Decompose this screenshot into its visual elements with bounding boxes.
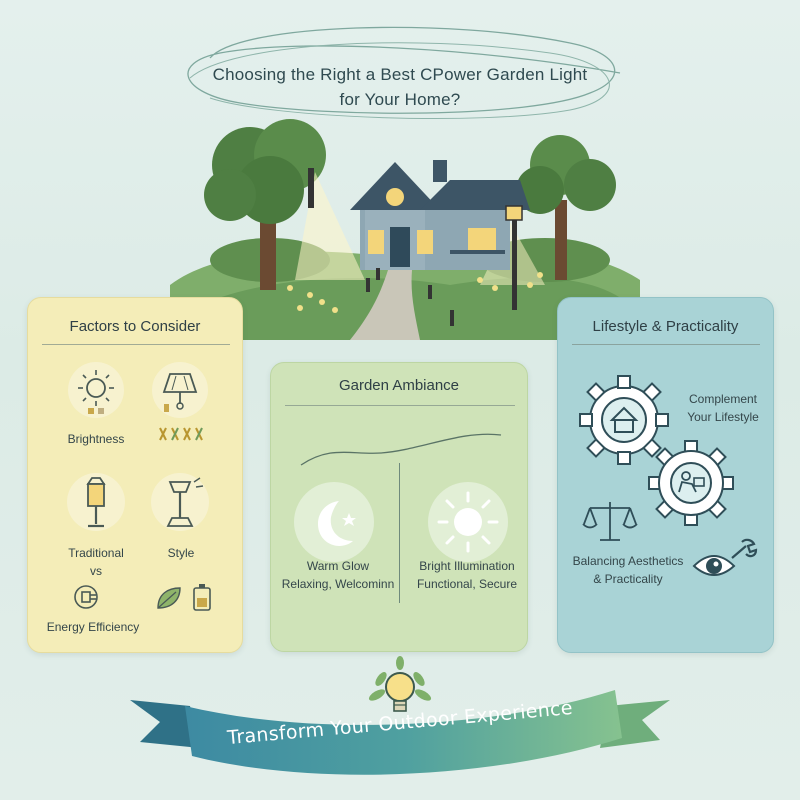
vs-label: vs [90, 564, 102, 578]
factors-heading: Factors to Consider [69, 318, 201, 335]
page-title-line-1: Choosing the Right a Best CPower Garden … [212, 65, 588, 84]
leaf-icon [157, 587, 181, 609]
lifestyle-panel: Lifestyle & Practicality Complement Your… [557, 297, 774, 653]
lifestyle-divider [572, 344, 760, 345]
style-label: Style [167, 546, 195, 560]
ambiance-panel: Garden Ambiance Warm Glow Relaxing, Welc… [270, 362, 528, 652]
lamp-shade-icon [152, 362, 208, 418]
modern-lamp-icon [151, 473, 209, 531]
balancing-label-line-1: Balancing Aesthetics [572, 554, 684, 568]
balancing-label-line-2: & Practicality [593, 572, 663, 586]
bright-sun-icon [428, 482, 508, 562]
factors-panel: Factors to Consider Brightness [27, 297, 243, 653]
title-area: Choosing the Right a Best CPower Garden … [150, 18, 650, 128]
house-garden-illustration [170, 119, 640, 340]
house-gear-icon [579, 375, 669, 465]
complement-label-line-1: Complement [688, 392, 758, 406]
warm-glow-label: Warm Glow [306, 559, 370, 573]
ribbon-banner [130, 690, 670, 775]
moon-icon [294, 482, 374, 562]
plug-icon [74, 585, 98, 609]
balance-scale-icon [582, 502, 638, 541]
energy-efficiency-label: Energy Efficiency [46, 620, 140, 634]
complement-label-line-2: Your Lifestyle [687, 410, 759, 424]
title-swirl-decoration [187, 26, 621, 119]
brightness-label: Brightness [67, 432, 125, 446]
traditional-label: Traditional [68, 546, 124, 560]
bright-illumination-label: Bright Illumination [419, 559, 515, 573]
pattern-swatch-icon [159, 427, 203, 441]
lantern-icon [67, 473, 125, 531]
eye-wrench-icon [692, 538, 758, 576]
person-gear-icon [648, 440, 734, 526]
lightbulb-leaf-icon [368, 656, 432, 712]
factors-divider [42, 344, 230, 345]
page-title-line-2: for Your Home? [339, 90, 461, 109]
bright-illumination-description: Functional, Secure [416, 577, 518, 591]
lifestyle-heading: Lifestyle & Practicality [592, 318, 739, 335]
battery-icon [193, 584, 211, 611]
ambiance-vertical-divider [399, 463, 400, 603]
ambiance-wave-decoration [300, 433, 502, 466]
sun-icon [68, 362, 124, 418]
ambiance-heading: Garden Ambiance [338, 377, 460, 394]
ambiance-divider [285, 405, 515, 406]
warm-glow-description: Relaxing, Welcominn [281, 577, 395, 591]
